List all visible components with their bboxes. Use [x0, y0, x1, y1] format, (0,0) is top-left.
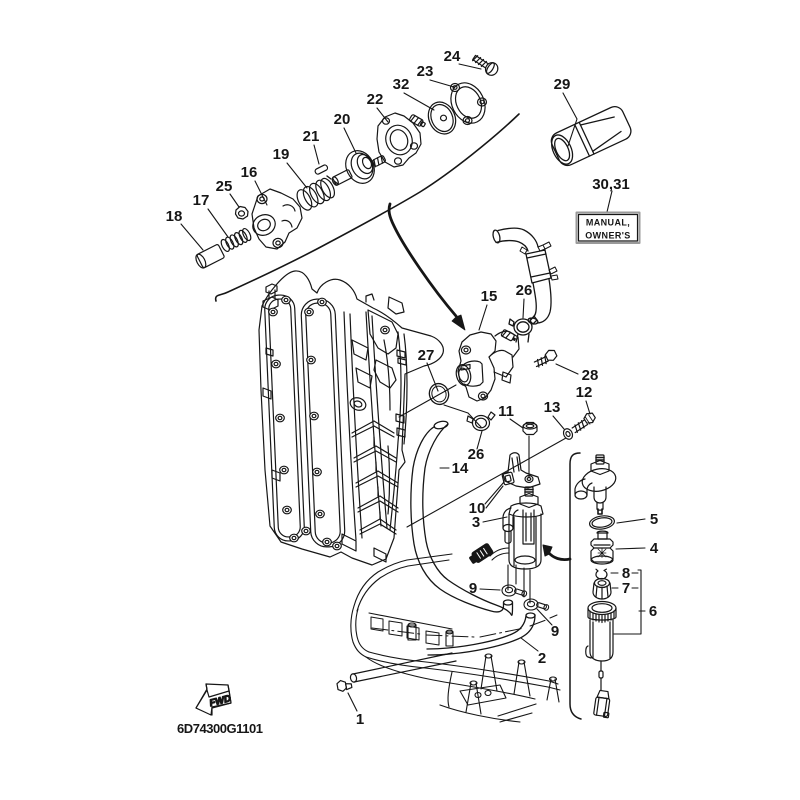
svg-text:6: 6 — [649, 603, 657, 620]
svg-text:2: 2 — [538, 650, 546, 667]
svg-text:29: 29 — [554, 76, 571, 93]
svg-text:26: 26 — [516, 282, 533, 299]
svg-text:21: 21 — [303, 128, 320, 145]
svg-text:MANUAL,: MANUAL, — [586, 218, 630, 228]
svg-text:16: 16 — [241, 164, 258, 181]
svg-text:17: 17 — [193, 192, 210, 209]
svg-text:13: 13 — [544, 399, 561, 416]
svg-text:6D74300G1101: 6D74300G1101 — [177, 721, 263, 736]
svg-text:26: 26 — [468, 446, 485, 463]
svg-text:1: 1 — [356, 711, 364, 728]
svg-text:OWNER'S: OWNER'S — [585, 231, 630, 241]
svg-text:32: 32 — [393, 76, 410, 93]
svg-text:3: 3 — [472, 514, 480, 531]
svg-text:23: 23 — [417, 63, 434, 80]
svg-text:10: 10 — [469, 500, 486, 517]
svg-text:30,31: 30,31 — [592, 176, 630, 193]
svg-text:11: 11 — [498, 403, 514, 420]
svg-text:5: 5 — [650, 511, 658, 528]
svg-text:FWD: FWD — [209, 693, 233, 709]
svg-text:15: 15 — [481, 288, 498, 305]
svg-text:8: 8 — [622, 565, 630, 582]
svg-text:12: 12 — [576, 384, 593, 401]
svg-text:20: 20 — [334, 111, 351, 128]
svg-text:9: 9 — [469, 580, 477, 597]
svg-text:19: 19 — [273, 146, 290, 163]
svg-text:9: 9 — [551, 623, 559, 640]
svg-text:7: 7 — [622, 580, 630, 597]
svg-text:4: 4 — [650, 540, 659, 557]
svg-text:14: 14 — [452, 460, 469, 477]
svg-text:28: 28 — [582, 367, 599, 384]
svg-text:22: 22 — [367, 91, 384, 108]
svg-text:24: 24 — [444, 48, 461, 65]
svg-text:18: 18 — [166, 208, 183, 225]
svg-text:25: 25 — [216, 178, 233, 195]
svg-text:27: 27 — [418, 347, 435, 364]
